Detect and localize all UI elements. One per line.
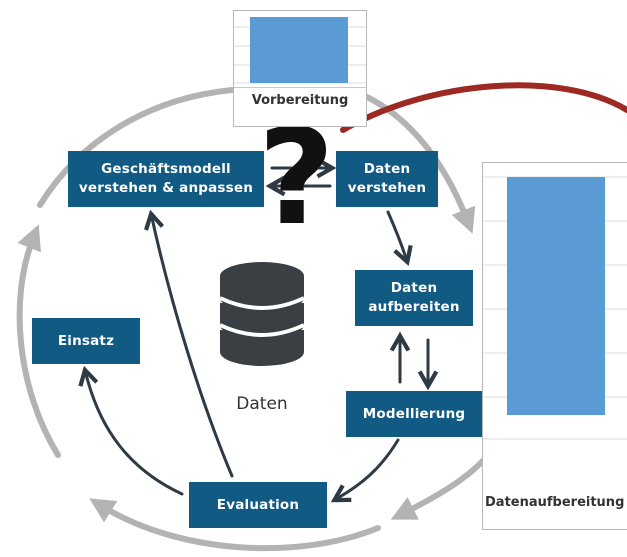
step-data-understanding: Daten verstehen	[336, 151, 438, 207]
step-deployment-label: Einsatz	[57, 332, 115, 349]
arrow-evaluation-to-deployment	[86, 374, 184, 496]
step-modeling-label: Modellierung	[362, 405, 466, 422]
arrow-evaluation-to-business	[152, 218, 234, 478]
panel-datenaufbereitung-caption: Datenaufbereitung	[485, 495, 625, 510]
panel-vorbereitung-caption: Vorbereitung	[251, 93, 349, 108]
panel-datenaufbereitung-chart	[483, 176, 627, 440]
inner-arrows	[86, 168, 428, 498]
step-evaluation: Evaluation	[189, 482, 327, 528]
red-curve	[340, 82, 627, 133]
question-mark: ?	[258, 101, 335, 255]
step-data-preparation: Daten aufbereiten	[355, 270, 473, 326]
arrow-understand-to-prepare	[386, 210, 406, 258]
panel-vorbereitung-bar	[250, 17, 348, 83]
step-understand-label: Daten verstehen	[347, 161, 427, 196]
step-deployment: Einsatz	[32, 318, 140, 364]
panel-datenaufbereitung-bar	[507, 177, 605, 415]
ring-arc-left	[16, 224, 61, 458]
ring-arc-bottom	[89, 498, 381, 552]
step-prepare-label: Daten aufbereiten	[368, 280, 460, 315]
step-modeling: Modellierung	[346, 391, 482, 437]
panel-vorbereitung: Vorbereitung	[233, 10, 367, 127]
database-label: Daten	[236, 394, 288, 414]
ring-arc-top-right	[353, 89, 476, 234]
ring-arc-top-left	[37, 87, 235, 208]
panel-vorbereitung-chart	[234, 17, 366, 84]
panel-datenaufbereitung: Datenaufbereitung	[482, 162, 627, 530]
step-business-understanding: Geschäftsmodell verstehen & anpassen	[68, 151, 264, 207]
database-icon	[219, 262, 305, 366]
arrow-modeling-to-evaluation	[338, 438, 400, 498]
step-evaluation-label: Evaluation	[216, 496, 300, 513]
step-business-label: Geschäftsmodell verstehen & anpassen	[78, 161, 254, 196]
